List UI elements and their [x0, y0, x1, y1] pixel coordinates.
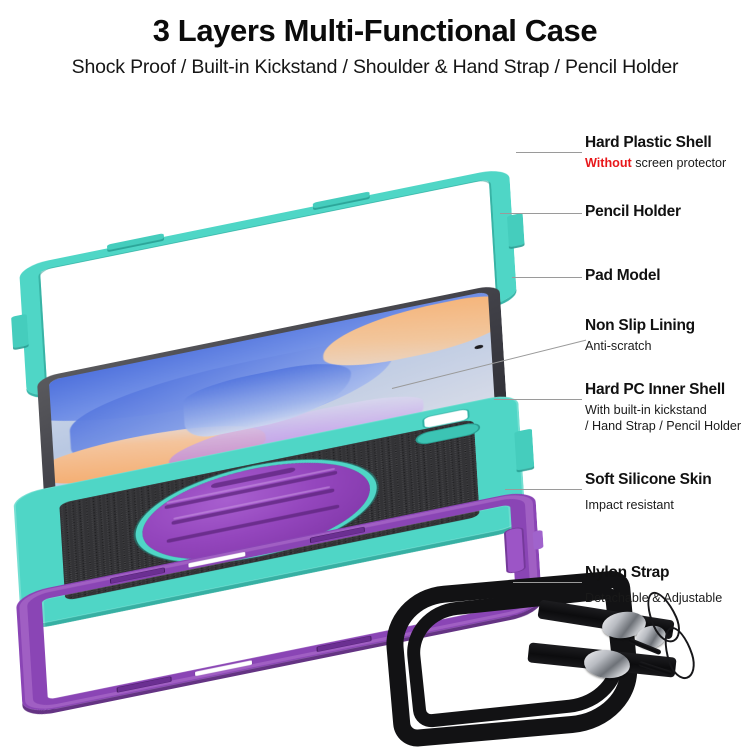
callout-non-slip-lining: Non Slip Lining Anti-scratch — [585, 317, 750, 354]
callout-title: Soft Silicone Skin — [585, 471, 712, 488]
leader-line-pencil-holder — [500, 213, 582, 214]
callout-title: Hard PC Inner Shell — [585, 381, 725, 398]
hard-shell-pencil-holder-tab — [506, 212, 525, 248]
callout-subtitle: Detachable & Adjustable — [585, 590, 723, 605]
hard-shell-tab — [11, 313, 29, 349]
callout-title: Pencil Holder — [585, 203, 681, 220]
page-subtitle: Shock Proof / Built-in Kickstand / Shoul… — [71, 56, 679, 79]
callout-hard-plastic-shell: Hard Plastic Shell Without screen protec… — [585, 134, 750, 171]
leader-line-hard-plastic-shell — [516, 152, 582, 153]
callout-accent-text: Without — [585, 155, 632, 170]
kickstand-rib — [171, 488, 335, 525]
inner-shell-pencil-holder — [514, 428, 535, 471]
header: 3 Layers Multi-Functional Case Shock Pro… — [0, 0, 750, 79]
leader-line-soft-silicone-skin — [505, 489, 582, 490]
callout-subtitle: Anti-scratch — [585, 338, 652, 353]
callout-subtitle-line2: / Hand Strap / Pencil Holder — [585, 419, 742, 434]
callout-subtitle: Impact resistant — [585, 497, 674, 512]
callout-subtitle-line1: With built-in kickstand — [585, 402, 707, 417]
callout-soft-silicone-skin: Soft Silicone Skin Impact resistant — [585, 471, 750, 513]
callout-pad-model: Pad Model — [585, 267, 750, 285]
page-title: 3 Layers Multi-Functional Case — [152, 13, 598, 48]
leader-line-pad-model — [512, 277, 582, 278]
callout-nylon-strap: Nylon Strap Detachable & Adjustable — [585, 564, 750, 606]
callout-pencil-holder: Pencil Holder — [585, 203, 750, 221]
leader-line-hard-pc-inner-shell — [494, 399, 582, 400]
leader-line-nylon-strap — [513, 582, 582, 583]
callout-title: Non Slip Lining — [585, 317, 695, 334]
silicone-button-cover — [532, 529, 544, 551]
callout-subtitle: Without screen protector — [585, 155, 750, 172]
callout-title: Nylon Strap — [585, 564, 670, 581]
callout-title: Hard Plastic Shell — [585, 134, 712, 151]
callout-hard-pc-inner-shell: Hard PC Inner Shell With built-in kickst… — [585, 381, 750, 435]
callout-sub-rest: screen protector — [631, 155, 727, 170]
callout-title: Pad Model — [585, 267, 661, 284]
